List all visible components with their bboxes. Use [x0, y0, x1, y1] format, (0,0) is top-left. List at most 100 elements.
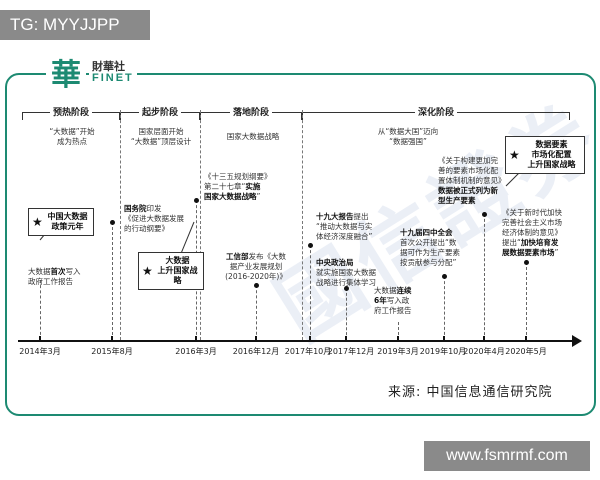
- phase-start: 起步阶段: [120, 105, 200, 120]
- event-text-bold: 中央政治局: [316, 258, 354, 267]
- event-stem: [40, 280, 41, 340]
- axis-date-label: 2016年3月: [175, 347, 217, 356]
- event-text: 写入: [65, 267, 81, 276]
- axis-date-label: 2020年4月: [463, 347, 505, 356]
- event-stem: [398, 322, 399, 340]
- star-icon: ★: [32, 215, 43, 229]
- event-2017-12: 中央政治局 就实施国家大数据 战略进行集体学习: [316, 258, 396, 288]
- event-text-bold: 型生产要素: [438, 196, 476, 205]
- arrow-right-icon: [572, 335, 582, 347]
- axis-tick: [443, 336, 445, 342]
- event-dot: [308, 243, 313, 248]
- event-stem: [526, 262, 527, 340]
- axis-date-label: 2019年10月: [419, 347, 467, 356]
- callout-line: 市场化配置: [531, 150, 572, 159]
- callout-2016: ★ 大数据 上升国家战略: [138, 252, 204, 290]
- event-text-bold: 国务院: [124, 204, 147, 213]
- event-stem: [346, 288, 347, 340]
- note-line: “大数据”开始: [49, 127, 95, 136]
- event-text: 据可作为生产要素: [400, 248, 460, 257]
- event-text-bold: 首次: [50, 267, 66, 276]
- phase-note-start: 国家层面开始 “大数据”顶层设计: [120, 127, 202, 147]
- event-text: (2016-2020年)》: [225, 272, 287, 281]
- axis-tick: [39, 336, 41, 342]
- channel-tag: TG: MYYJJPP: [0, 10, 150, 40]
- event-stem: [112, 222, 113, 340]
- callout-2020: ★ 数据要素 市场化配置 上升国家战略: [505, 136, 585, 174]
- source-caption: 来源: 中国信息通信研究院: [388, 385, 553, 400]
- event-text-bold: 工信部: [226, 252, 249, 261]
- event-text: ”: [256, 192, 261, 201]
- phase-divider: [120, 110, 121, 340]
- event-dot: [524, 260, 529, 265]
- axis-tick: [397, 336, 399, 342]
- event-text: 写入政: [386, 296, 410, 305]
- event-2014-03: 大数据首次写入 政府工作报告: [28, 267, 108, 287]
- note-line: “大数据”顶层设计: [130, 137, 192, 146]
- event-stem: [256, 285, 257, 340]
- phase-divider: [200, 110, 201, 340]
- event-text: 首次公开提出“数: [400, 238, 457, 247]
- logo-english-name: FINET: [89, 72, 137, 84]
- callout-2014: ★ 中国大数据 政策元年: [28, 208, 94, 236]
- axis-tick: [345, 336, 347, 342]
- event-text: 就实施国家大数据: [316, 268, 376, 277]
- event-2019-10: 十九届四中全会 首次公开提出“数 据可作为生产要素 按贡献参与分配”: [400, 228, 486, 268]
- event-text: 据产业发展规划: [229, 262, 283, 271]
- star-icon: ★: [142, 264, 153, 278]
- event-dot: [110, 220, 115, 225]
- event-text: 经济体制的意见》: [502, 228, 562, 237]
- event-text-bold: 6年: [374, 296, 387, 305]
- event-text: 《促进大数据发展: [124, 214, 184, 223]
- event-2020-04: 《关于构建更加完 善的要素市场化配 置体制机制的意见》 数据被正式列为新 型生产…: [438, 156, 518, 206]
- axis-tick: [483, 336, 485, 342]
- callout-line: 中国大数据: [47, 212, 88, 221]
- event-text: 置体制机制的意见》: [438, 176, 506, 185]
- logo-chinese-name: 財華社: [89, 58, 128, 74]
- phase-note-landing: 国家大数据战略: [226, 132, 280, 141]
- event-text: 政府工作报告: [28, 277, 73, 286]
- event-text: 《关于构建更加完: [438, 156, 498, 165]
- axis-tick: [111, 336, 113, 342]
- finet-logo-icon: 華: [46, 53, 86, 93]
- axis-date-label: 2017年10月: [284, 347, 332, 356]
- site-url-badge: www.fsmrmf.com: [424, 441, 590, 471]
- axis-date-label: 2015年8月: [91, 347, 133, 356]
- event-dot: [194, 198, 199, 203]
- timeline-axis: [18, 340, 574, 342]
- event-text: 《十三五规划纲要》: [204, 172, 272, 181]
- event-text-bold: 连续: [396, 286, 412, 295]
- callout-line: 数据要素: [535, 140, 568, 149]
- event-text: 的行动纲要》: [124, 224, 169, 233]
- axis-date-label: 2020年5月: [505, 347, 547, 356]
- axis-date-label: 2014年3月: [19, 347, 61, 356]
- event-text: 印发: [146, 204, 162, 213]
- note-line: 从“数据大国”迈向: [377, 127, 439, 136]
- event-text: 提出: [353, 212, 369, 221]
- star-icon: ★: [509, 148, 520, 162]
- event-2016-12: 工信部发布《大数 据产业发展规划 (2016-2020年)》: [216, 252, 296, 282]
- event-stem: [310, 245, 311, 340]
- phase-note-warmup: “大数据”开始 成为热点: [36, 127, 108, 147]
- event-dot: [442, 274, 447, 279]
- event-text: 大数据: [374, 286, 397, 295]
- event-text: 善的要素市场化配: [438, 166, 498, 175]
- event-text: 完善社会主义市场: [502, 218, 562, 227]
- callout-line: 上升国家战略: [157, 266, 198, 285]
- axis-date-label: 2016年12月: [232, 347, 280, 356]
- event-text: 府工作报告: [374, 306, 412, 315]
- event-text: 提出“: [502, 238, 521, 247]
- phase-label-deepening: 深化阶段: [414, 105, 458, 118]
- callout-line: 上升国家战略: [527, 160, 576, 169]
- event-text: ”: [554, 248, 559, 257]
- phase-label-landing: 落地阶段: [229, 105, 273, 118]
- note-line: 国家层面开始: [138, 127, 184, 136]
- phase-label-start: 起步阶段: [138, 105, 182, 118]
- event-2019-03: 大数据连续 6年写入政 府工作报告: [374, 286, 430, 316]
- event-dot: [344, 286, 349, 291]
- event-text-bold: 展数据要素市场: [502, 248, 555, 257]
- event-text: 大数据: [28, 267, 51, 276]
- event-text-bold: 加快培育发: [520, 238, 559, 247]
- event-text-bold: 国家大数据战略: [204, 192, 257, 201]
- axis-date-label: 2017年12月: [327, 347, 375, 356]
